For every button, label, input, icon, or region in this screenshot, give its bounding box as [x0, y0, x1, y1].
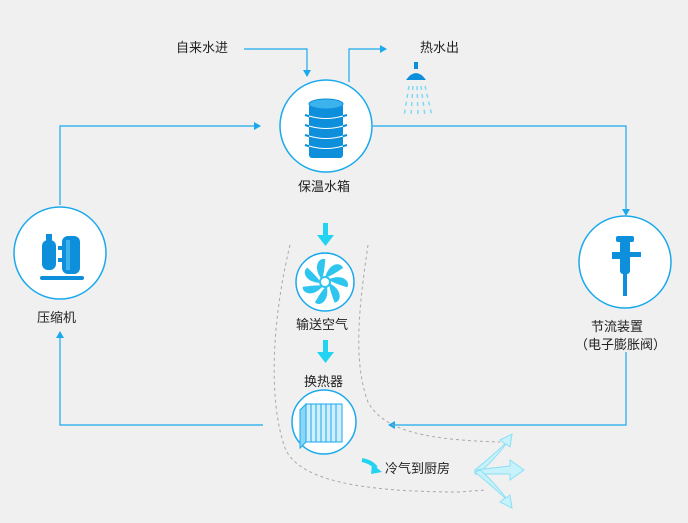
- heat-exchanger-icon: [299, 402, 343, 450]
- water-in-label: 自来水进: [176, 41, 229, 56]
- compressor-node: [13, 206, 107, 300]
- shower-icon: [403, 62, 433, 117]
- fan-label: 输送空气: [296, 318, 349, 333]
- expansion-valve-icon: [612, 236, 641, 296]
- throttle-node: [578, 215, 672, 309]
- throttle-label: 节流装置: [591, 320, 644, 335]
- cold-air-outflow-icon: [474, 433, 525, 509]
- water-tank-node: [279, 79, 373, 173]
- exchanger-to-compressor-line: [56, 331, 263, 426]
- fan-icon: [302, 258, 348, 304]
- water-in-line: [244, 48, 311, 77]
- flow-lines: [56, 45, 630, 429]
- compressor-icon: [40, 234, 84, 280]
- fan-node: [295, 252, 355, 312]
- tank-to-throttle-line: [373, 125, 630, 216]
- heat-exchanger-node: [291, 389, 357, 455]
- down-arrow-fan-to-exchanger: [317, 340, 334, 363]
- exchanger-label: 换热器: [304, 375, 344, 390]
- compressor-to-tank-line: [59, 122, 261, 205]
- tank-label: 保温水箱: [298, 180, 351, 195]
- air-duct-outline: [273, 244, 501, 493]
- down-arrow-tank-to-fan: [317, 223, 334, 246]
- throttle-sublabel: （电子膨胀阀）: [575, 338, 667, 353]
- hot-water-out-line: [348, 45, 387, 82]
- curved-arrow-icon: [361, 458, 382, 474]
- hot-water-out-label: 热水出: [420, 41, 460, 56]
- throttle-to-exchanger-line: [388, 352, 627, 429]
- compressor-label: 压缩机: [37, 311, 77, 326]
- cold-air-label: 冷气到厨房: [385, 462, 451, 477]
- water-tank-icon: [304, 98, 348, 158]
